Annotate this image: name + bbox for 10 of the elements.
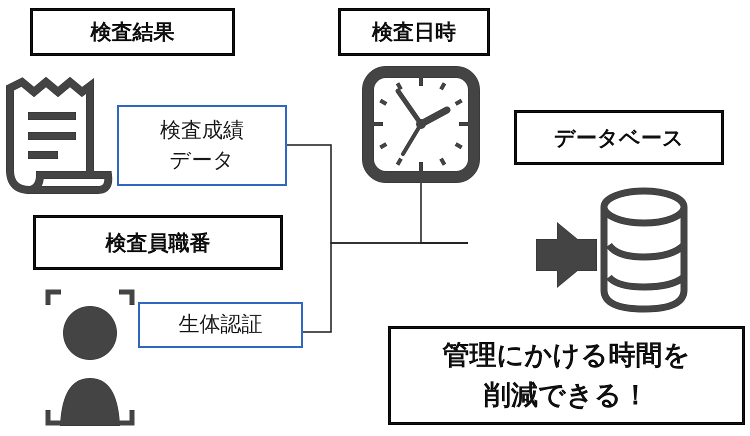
data-box: 検査成績データ <box>117 105 287 186</box>
heading-box: 検査日時 <box>338 8 490 56</box>
heading-box: データベース <box>514 110 724 165</box>
heading-box: 検査結果 <box>30 8 235 56</box>
heading-box: 検査員職番 <box>33 215 283 270</box>
block-arrow <box>536 222 597 288</box>
data-box: 生体認証 <box>138 302 303 348</box>
connector-line <box>420 183 468 244</box>
message-box: 管理にかける時間を削減できる！ <box>388 326 745 425</box>
clock-icon <box>362 66 480 183</box>
